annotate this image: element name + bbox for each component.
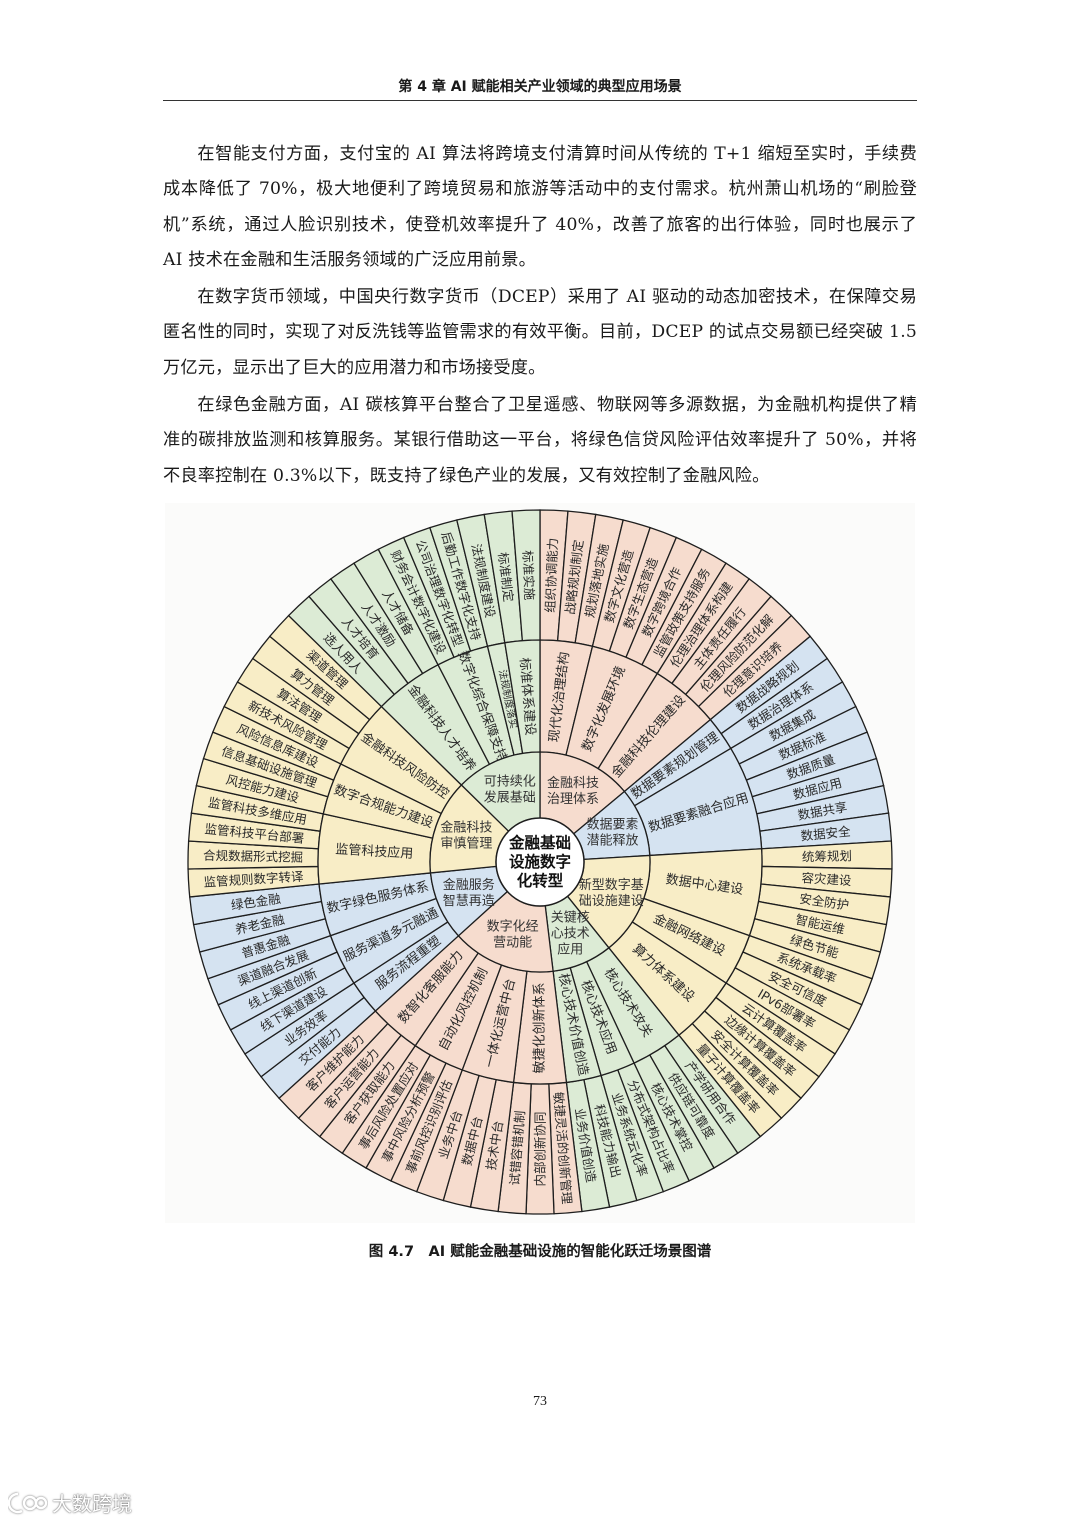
sector-label: 应用 bbox=[557, 941, 583, 957]
sector-label: 础设施建设 bbox=[579, 894, 644, 909]
sector-label: 金融服务 bbox=[443, 877, 495, 893]
sector-label: 可持续化 bbox=[484, 775, 536, 790]
sector-label: 发展基础 bbox=[484, 790, 536, 806]
watermark: 大数跨境 bbox=[8, 1488, 132, 1517]
sector-label: 治理体系 bbox=[547, 792, 599, 807]
leaf-label: 绿色金融 bbox=[230, 891, 282, 913]
group-label: 敏捷化创新体系 bbox=[532, 982, 548, 1073]
group-label: 标准体系建设 bbox=[516, 657, 537, 736]
paragraph-digital-currency: 在数字货币领域，中国央行数字货币（DCEP）采用了 AI 驱动的动态加密技术，在… bbox=[163, 287, 917, 378]
radial-diagram: 组织协调能力战略规划制定规划落地实施现代化治理结构数字文化营造数字生态营造数字跨… bbox=[187, 509, 893, 1215]
center-label: 金融基础 bbox=[508, 833, 571, 852]
header-divider bbox=[163, 100, 917, 101]
sector-label: 潜能释放 bbox=[586, 834, 638, 849]
page-number: 73 bbox=[533, 1394, 547, 1409]
sector-label: 审慎管理 bbox=[440, 837, 492, 852]
paragraph-green-finance: 在绿色金融方面，AI 碳核算平台整合了卫星遥感、物联网等多源数据，为金融机构提供… bbox=[163, 395, 917, 486]
leaf-label: 监管规则数字转译 bbox=[203, 869, 304, 890]
watermark-text: 大数跨境 bbox=[52, 1492, 132, 1516]
leaf-label: 容灾建设 bbox=[801, 870, 852, 888]
leaf-label: 合规数据形式挖掘 bbox=[203, 848, 303, 865]
sector-label: 数字化经 bbox=[487, 920, 539, 935]
group-label: 监管科技应用 bbox=[335, 841, 414, 862]
leaf-label: 数据安全 bbox=[800, 824, 852, 844]
leaf-label: 试错容错机制 bbox=[507, 1110, 528, 1186]
sector-label: 金融科技 bbox=[547, 775, 599, 791]
sector-label: 营动能 bbox=[493, 936, 532, 951]
center-label: 设施数字 bbox=[509, 852, 571, 871]
center-label: 化转型 bbox=[517, 871, 564, 890]
leaf-label: 标准制定 bbox=[495, 551, 516, 602]
leaf-label: 统筹规划 bbox=[802, 848, 852, 864]
figure-radial-diagram: 组织协调能力战略规划制定规划落地实施现代化治理结构数字文化营造数字生态营造数字跨… bbox=[165, 503, 915, 1223]
center-circle bbox=[495, 817, 585, 907]
sector-label: 数据要素 bbox=[586, 818, 638, 833]
sector-label: 心技术 bbox=[551, 926, 590, 941]
leaf-label: 标准实施 bbox=[520, 550, 537, 601]
sector-label: 关键核 bbox=[551, 910, 590, 925]
leaf-label: 安全防护 bbox=[798, 891, 850, 913]
leaf-label: 组织协调能力 bbox=[542, 537, 560, 613]
sector-label: 智慧再造 bbox=[443, 893, 495, 909]
watermark-logo-icon bbox=[8, 1492, 48, 1513]
sector-label: 新型数字基 bbox=[579, 877, 644, 893]
sector-label: 金融科技 bbox=[440, 820, 492, 836]
paragraph-smart-payment: 在智能支付方面，支付宝的 AI 算法将跨境支付清算时间从传统的 T+1 缩短至实… bbox=[163, 144, 917, 270]
leaf-label: 内部创新协同 bbox=[533, 1111, 548, 1186]
body-text: 在智能支付方面，支付宝的 AI 算法将跨境支付清算时间从传统的 T+1 缩短至实… bbox=[163, 137, 917, 496]
figure-caption: 图 4.7 AI 赋能金融基础设施的智能化跃迁场景图谱 bbox=[368, 1244, 712, 1260]
chapter-header: 第 4 章 AI 赋能相关产业领域的典型应用场景 bbox=[398, 79, 682, 95]
